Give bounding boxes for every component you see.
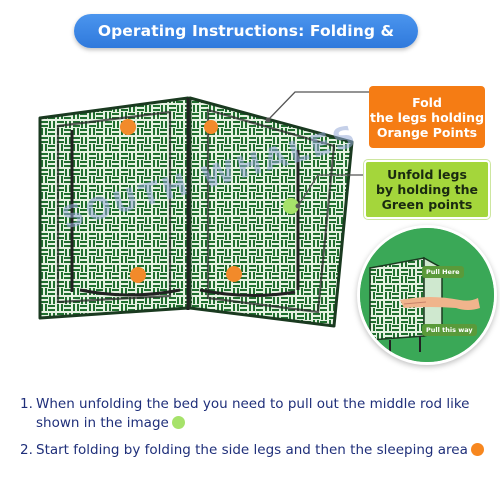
inset-illustration xyxy=(360,228,494,362)
banner-title: Operating Instructions: Folding & Unfold… xyxy=(97,22,395,74)
instruction-text: Start folding by folding the side legs a… xyxy=(36,442,468,458)
connector-dot-orange xyxy=(265,117,271,123)
fold-callout: Fold the legs holding Orange Points xyxy=(369,86,485,148)
fold-callout-line: the legs holding xyxy=(369,109,485,125)
connector-dot-green xyxy=(295,203,301,209)
green-point xyxy=(283,198,299,214)
title-banner: Operating Instructions: Folding & Unfold… xyxy=(74,14,418,74)
instruction-item: 1. When unfolding the bed you need to pu… xyxy=(20,395,490,433)
orange-point xyxy=(130,267,146,283)
instruction-item: 2. Start folding by folding the side leg… xyxy=(20,441,490,460)
unfold-callout-line: by holding the xyxy=(375,182,478,197)
unfold-callout: Unfold legs by holding the Green points xyxy=(364,160,490,219)
pull-rod-inset: Pull Here Pull this way xyxy=(357,225,497,365)
instruction-number: 2. xyxy=(20,442,33,458)
pull-here-label: Pull Here xyxy=(422,266,464,278)
green-dot-icon xyxy=(171,416,185,429)
orange-point xyxy=(120,119,136,135)
callout-connectors xyxy=(267,91,369,207)
fold-callout-line: Orange Points xyxy=(376,124,478,140)
unfold-callout-line: Green points xyxy=(381,197,473,212)
pull-this-way-label: Pull this way xyxy=(422,324,477,336)
frame-legs xyxy=(70,98,300,310)
instruction-number: 1. xyxy=(20,396,33,412)
instructions-list: 1. When unfolding the bed you need to pu… xyxy=(20,395,490,468)
fold-callout-line: Fold xyxy=(412,94,442,110)
instruction-text: When unfolding the bed you need to pull … xyxy=(36,396,470,431)
orange-point xyxy=(226,266,242,282)
orange-dot-icon xyxy=(470,443,484,456)
unfold-callout-line: Unfold legs xyxy=(387,167,467,182)
orange-point xyxy=(204,120,218,134)
